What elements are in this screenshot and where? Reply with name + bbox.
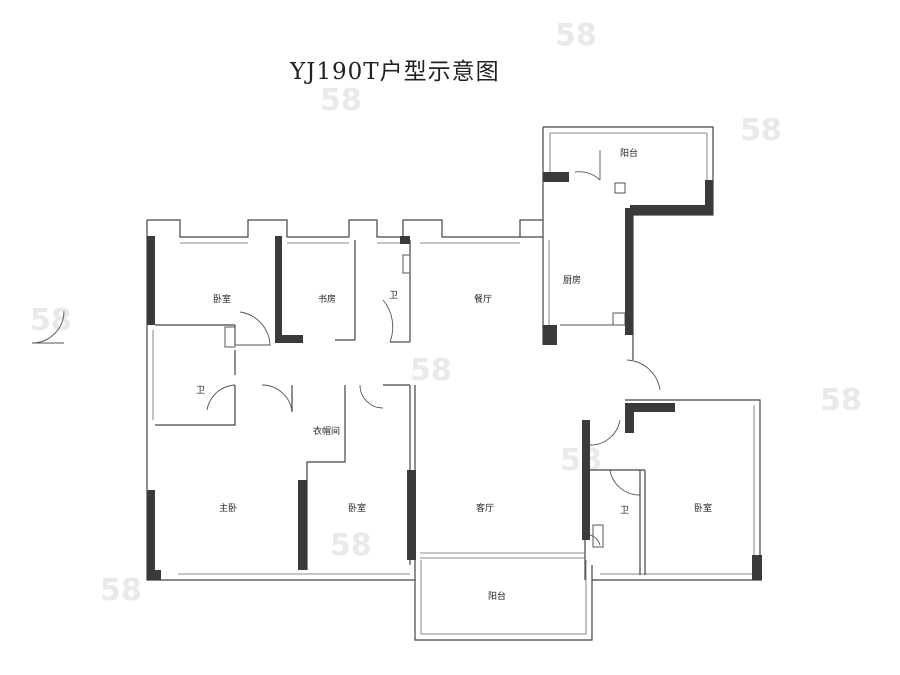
bath-left-label: 卫 [196,386,205,396]
watermark-mark: 58 [320,83,362,118]
living-room-label: 客厅 [476,502,494,514]
watermark-group: 58 58 58 58 58 58 58 58 58 [30,18,862,608]
wardrobe-label: 衣帽间 [313,425,340,437]
watermark-mark: 58 [330,528,372,563]
balcony-top-label: 阳台 [620,147,638,159]
bath-right-label: 卫 [620,506,629,516]
bath-top-label: 卫 [389,291,398,301]
study-label: 书房 [318,293,336,305]
plan-title: YJ190T户型示意图 [290,59,500,85]
master-bedroom-label: 主卧 [219,502,237,514]
watermark-mark: 58 [30,303,72,338]
structural-columns [147,172,762,580]
wall-lines [146,126,762,641]
watermark-mark: 58 [820,383,862,418]
room-labels: 卧室 书房 卫 餐厅 厨房 阳台 卫 衣帽间 主卧 卧室 客厅 卫 卧室 阳台 [196,147,712,602]
dining-label: 餐厅 [474,293,492,305]
balcony-bottom-label: 阳台 [488,590,506,602]
bedroom-se-label: 卧室 [694,502,712,514]
bedroom-nw-label: 卧室 [213,293,231,305]
watermark-mark: 58 [410,353,452,388]
door-swings [31,150,661,546]
watermark-mark: 58 [740,113,782,148]
bedroom-middle-label: 卧室 [348,502,366,514]
watermark-mark: 58 [555,18,597,53]
watermark-mark: 58 [560,443,602,478]
kitchen-label: 厨房 [563,274,581,286]
watermark-mark: 58 [100,573,142,608]
